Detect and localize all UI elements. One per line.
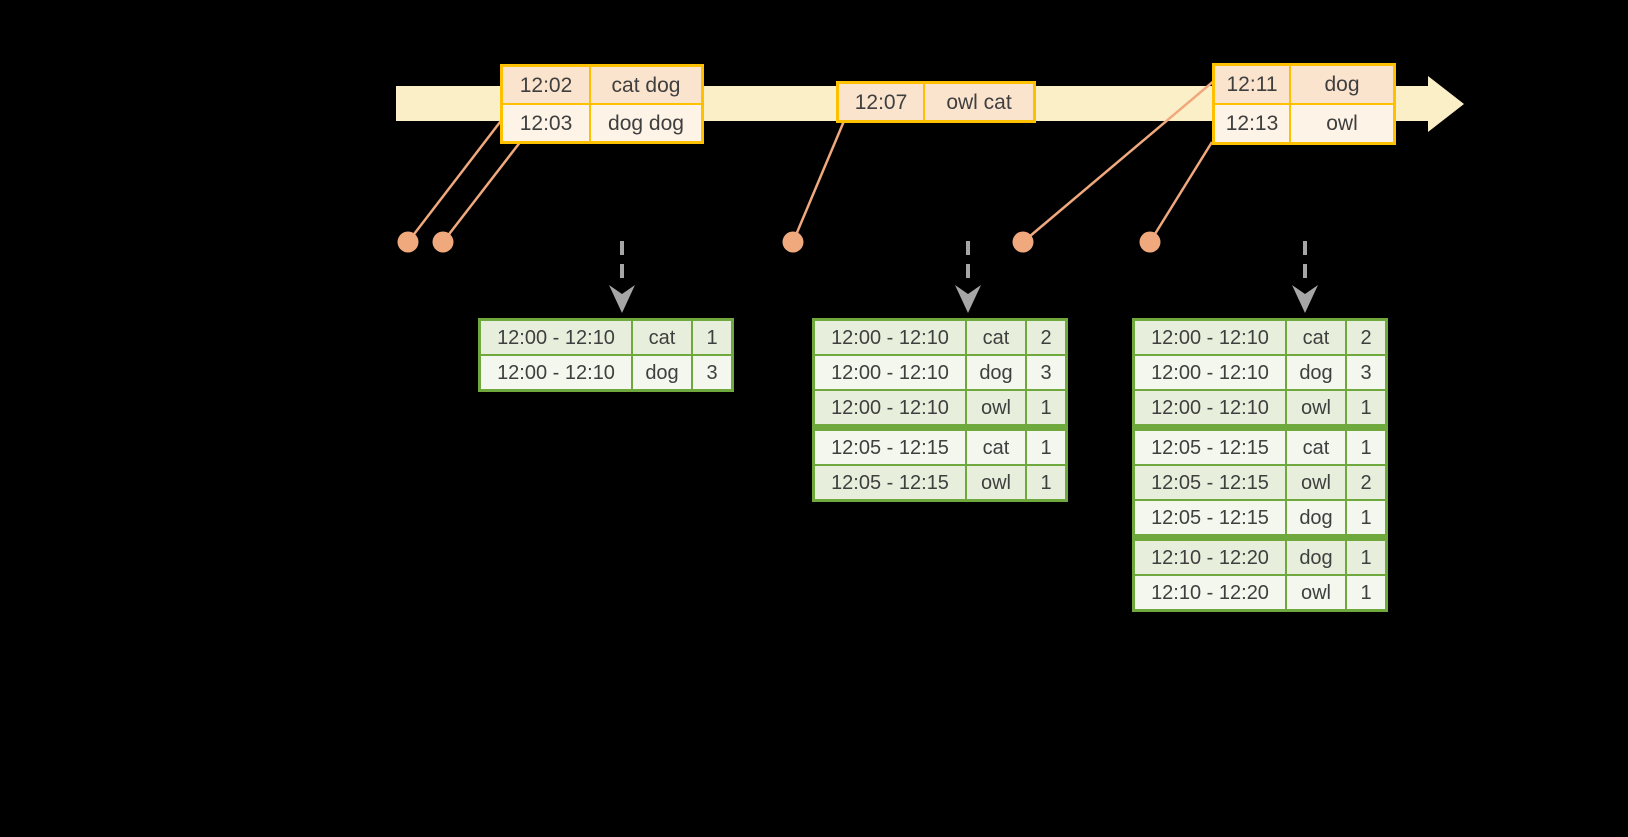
word-cell: cat — [1287, 321, 1345, 354]
event-time-cell: 12:13 — [1215, 105, 1289, 142]
window-cell: 12:00 - 12:10 — [815, 391, 965, 424]
window-cell: 12:00 - 12:10 — [481, 321, 631, 354]
word-cell: dog — [633, 356, 691, 389]
word-cell: cat — [967, 321, 1025, 354]
word-cell: cat — [633, 321, 691, 354]
event-time-cell: 12:07 — [839, 84, 923, 120]
event-words-cell: dog dog — [591, 105, 701, 141]
count-cell: 1 — [1347, 501, 1385, 534]
count-cell: 2 — [1027, 321, 1065, 354]
trigger-arrowhead-icon — [1292, 285, 1318, 313]
window-group-separator — [1135, 536, 1385, 539]
leader-line — [791, 120, 846, 243]
window-cell: 12:00 - 12:10 — [815, 321, 965, 354]
word-cell: owl — [1287, 391, 1345, 424]
count-cell: 1 — [693, 321, 731, 354]
timeline-arrow-icon — [1428, 76, 1464, 132]
count-cell: 1 — [1347, 576, 1385, 609]
trigger-arrowhead-icon — [955, 285, 981, 313]
event-time-cell: 12:02 — [503, 67, 589, 103]
word-cell: dog — [967, 356, 1025, 389]
count-cell: 1 — [1347, 541, 1385, 574]
event-time-cell: 12:11 — [1215, 66, 1289, 103]
window-cell: 12:00 - 12:10 — [1135, 321, 1285, 354]
window-cell: 12:00 - 12:10 — [815, 356, 965, 389]
word-cell: owl — [1287, 466, 1345, 499]
window-cell: 12:05 - 12:15 — [1135, 431, 1285, 464]
leader-line — [407, 112, 508, 243]
event-time-cell: 12:03 — [503, 105, 589, 141]
leader-line — [1022, 79, 1216, 243]
count-cell: 1 — [1347, 391, 1385, 424]
event-marker-dot — [1139, 231, 1161, 253]
count-cell: 3 — [1027, 356, 1065, 389]
window-cell: 12:10 - 12:20 — [1135, 576, 1285, 609]
event-marker-dot — [1012, 231, 1034, 253]
word-cell: owl — [1287, 576, 1345, 609]
window-cell: 12:05 - 12:15 — [815, 431, 965, 464]
window-cell: 12:00 - 12:10 — [1135, 391, 1285, 424]
window-cell: 12:05 - 12:15 — [1135, 501, 1285, 534]
count-cell: 1 — [1347, 431, 1385, 464]
word-cell: dog — [1287, 501, 1345, 534]
event-marker-dot — [782, 231, 804, 253]
word-cell: owl — [967, 466, 1025, 499]
count-cell: 3 — [693, 356, 731, 389]
window-cell: 12:10 - 12:20 — [1135, 541, 1285, 574]
count-cell: 2 — [1347, 321, 1385, 354]
event-marker-dot — [432, 231, 454, 253]
window-group-separator — [1135, 426, 1385, 429]
event-marker-dot — [397, 231, 419, 253]
leader-line — [442, 140, 522, 243]
word-cell: cat — [1287, 431, 1345, 464]
word-cell: dog — [1287, 356, 1345, 389]
window-group-separator — [815, 426, 1065, 429]
leader-line — [1148, 141, 1214, 243]
event-words-cell: owl cat — [925, 84, 1033, 120]
word-cell: owl — [967, 391, 1025, 424]
count-cell: 1 — [1027, 391, 1065, 424]
count-cell: 3 — [1347, 356, 1385, 389]
event-words-cell: owl — [1291, 105, 1393, 142]
event-words-cell: dog — [1291, 66, 1393, 103]
count-cell: 1 — [1027, 466, 1065, 499]
count-cell: 2 — [1347, 466, 1385, 499]
word-cell: dog — [1287, 541, 1345, 574]
event-words-cell: cat dog — [591, 67, 701, 103]
count-cell: 1 — [1027, 431, 1065, 464]
window-cell: 12:05 - 12:15 — [815, 466, 965, 499]
word-cell: cat — [967, 431, 1025, 464]
trigger-arrowhead-icon — [609, 285, 635, 313]
window-cell: 12:00 - 12:10 — [1135, 356, 1285, 389]
window-cell: 12:05 - 12:15 — [1135, 466, 1285, 499]
window-cell: 12:00 - 12:10 — [481, 356, 631, 389]
